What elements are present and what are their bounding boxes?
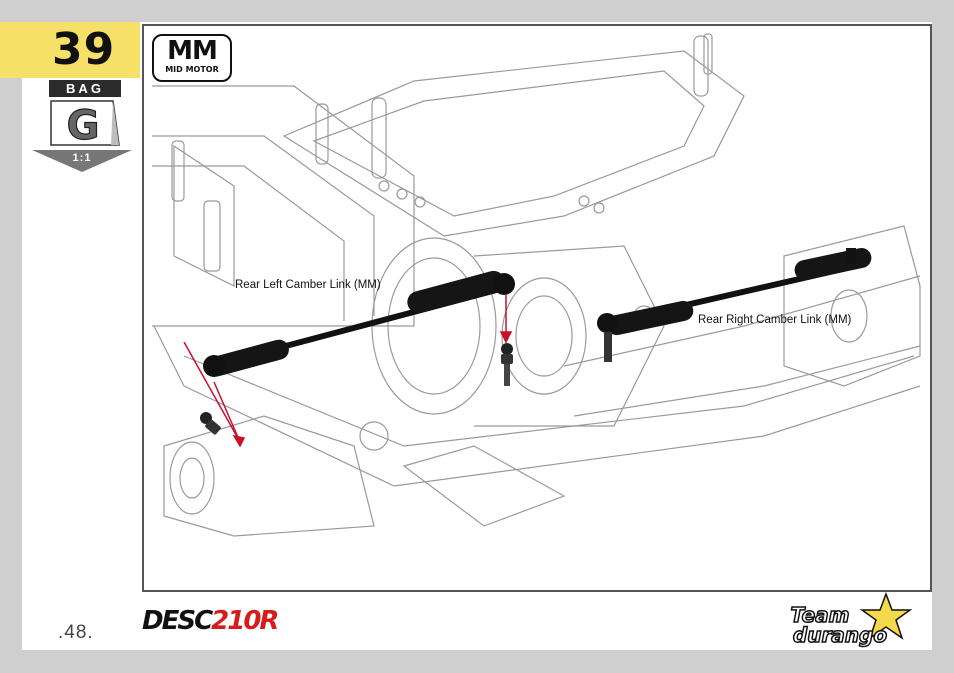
mm-badge-title: MM: [167, 36, 218, 66]
mm-badge-subtitle: MID MOTOR: [165, 65, 219, 74]
placement-arrows: [183, 294, 513, 448]
mid-motor-badge: MM MID MOTOR: [152, 34, 232, 82]
hub-left-outline: [163, 415, 375, 537]
chassis-drawing: [152, 33, 921, 537]
chassis-plate-outline: [152, 85, 415, 327]
assembly-diagram: [142, 24, 932, 592]
ball-stud-right: [604, 332, 612, 362]
callout-rear-left-camber-link: Rear Left Camber Link (MM): [235, 279, 381, 291]
shock-tower-outline: [282, 50, 745, 237]
brand-logo: Team durango: [790, 592, 913, 648]
star-icon: [859, 592, 913, 640]
bag-label: BAG: [49, 80, 121, 97]
ball-stud-center: [501, 343, 513, 386]
brand-logo-line1: Team: [791, 603, 850, 627]
bag-letter: G: [67, 103, 100, 147]
scale-arrow-icon: [32, 150, 132, 172]
step-number: 39: [52, 24, 116, 75]
rear-left-camber-link: [203, 270, 515, 377]
product-logo: DESC210R: [142, 606, 279, 636]
scale-label: 1:1: [72, 152, 92, 164]
step-tab: [0, 22, 140, 78]
rear-right-camber-link: [597, 247, 872, 336]
bag-icon: G: [50, 100, 120, 147]
page-number: .48.: [58, 622, 94, 643]
ball-stud-left: [200, 412, 221, 435]
brand-logo-line2: durango: [793, 623, 887, 647]
hub-right-outline: [783, 225, 921, 387]
product-logo-main: DESC: [142, 606, 213, 636]
product-logo-accent: 210R: [211, 606, 279, 636]
rear-arm-left-outline: [183, 355, 915, 447]
callout-rear-right-camber-link: Rear Right Camber Link (MM): [698, 314, 852, 326]
